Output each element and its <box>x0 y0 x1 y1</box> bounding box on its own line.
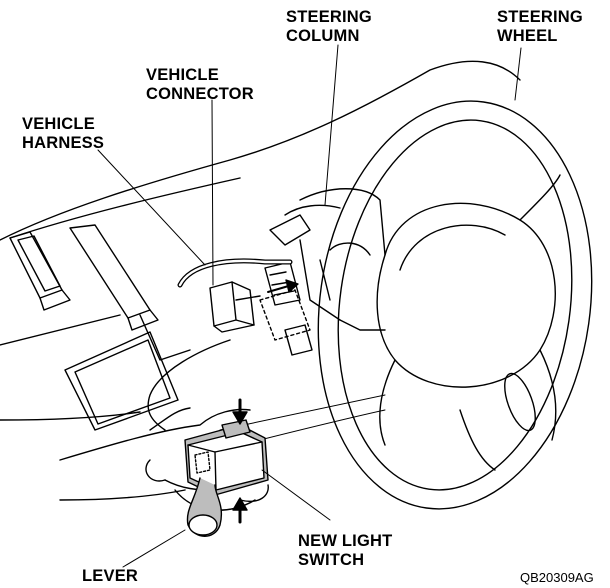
figure-code: QB20309AG <box>520 570 594 585</box>
steering-column <box>269 188 386 331</box>
vehicle-harness <box>177 258 293 288</box>
leader-lines <box>97 44 522 568</box>
new-light-switch <box>184 419 269 537</box>
label-steering-wheel: STEERING WHEEL <box>497 8 583 45</box>
label-vehicle-connector: VEHICLE CONNECTOR <box>146 66 254 103</box>
hand <box>59 407 269 511</box>
lower-dash-panel <box>64 331 179 431</box>
switch-mounting-area <box>264 261 313 356</box>
label-vehicle-harness: VEHICLE HARNESS <box>22 115 105 152</box>
switch-position-outline <box>259 289 311 341</box>
steering-wheel <box>317 100 593 510</box>
dashboard-outline <box>0 60 521 241</box>
left-air-vent <box>9 231 71 311</box>
label-new-light-switch: NEW LIGHT SWITCH <box>298 532 393 569</box>
vehicle-connector <box>209 281 261 333</box>
label-lever: LEVER <box>82 567 139 585</box>
label-steering-column: STEERING COLUMN <box>286 8 372 45</box>
